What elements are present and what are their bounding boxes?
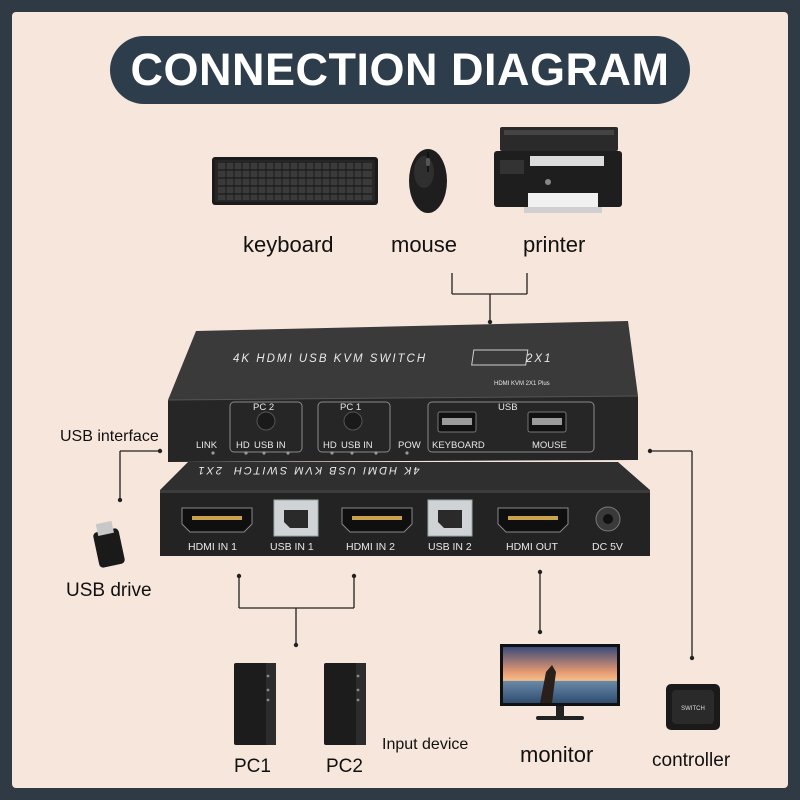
port-hdmi-in-1: HDMI IN 1: [188, 541, 237, 553]
group-pc1-label: PC 1: [340, 402, 361, 413]
pc1-label: PC1: [234, 756, 271, 777]
keyboard-image: [212, 157, 378, 205]
group-usb-label: USB: [498, 402, 518, 413]
port-usb-in-1: USB IN 1: [270, 541, 314, 553]
keyboard-label: keyboard: [243, 232, 334, 257]
mouse-port-label: MOUSE: [532, 440, 567, 451]
usb-drive-image: [93, 520, 125, 568]
port-hdmi-out: HDMI OUT: [506, 541, 558, 553]
keyboard-port-label: KEYBOARD: [432, 440, 485, 451]
pc1-hd-label: HD: [323, 440, 337, 451]
kvm-switch-rear: [160, 462, 650, 556]
controller-button-label: SWITCH: [681, 706, 705, 712]
port-hdmi-in-2: HDMI IN 2: [346, 541, 395, 553]
pc2-label: PC2: [326, 756, 363, 777]
rear-mirrored-title: 4K HDMI USB KVM SWITCH: [232, 464, 420, 476]
port-dc-5v: DC 5V: [592, 541, 623, 553]
mouse-label: mouse: [391, 232, 458, 257]
printer-image: [494, 127, 622, 213]
pc1-tower-image: [234, 663, 276, 745]
kvm-model-sub: HDMI KVM 2X1 Plus: [494, 381, 550, 387]
connector-peripherals: [451, 273, 528, 322]
monitor-label: monitor: [520, 742, 594, 767]
group-pc2-label: PC 2: [253, 402, 274, 413]
pc1-usbin-label: USB IN: [341, 440, 373, 451]
page-title: CONNECTION DIAGRAM: [110, 36, 690, 104]
pc2-tower-image: [324, 663, 366, 745]
kvm-model-badge: 2X1: [525, 353, 552, 365]
controller-image: [666, 684, 720, 730]
rear-mirrored-badge: 2X1: [196, 464, 223, 476]
pc2-usbin-label: USB IN: [254, 440, 286, 451]
kvm-model-title: 4K HDMI USB KVM SWITCH: [233, 353, 427, 365]
printer-label: printer: [523, 232, 586, 257]
kvm-switch-front: [167, 321, 639, 462]
mouse-image: [409, 149, 447, 213]
usb-interface-label: USB interface: [60, 428, 159, 445]
pc2-hd-label: HD: [236, 440, 250, 451]
pow-label: POW: [398, 440, 421, 451]
link-label: LINK: [196, 440, 218, 451]
port-usb-in-2: USB IN 2: [428, 541, 472, 553]
controller-label: controller: [652, 750, 731, 771]
monitor-image: [500, 644, 620, 720]
usb-drive-label: USB drive: [66, 580, 152, 601]
input-device-label: Input device: [382, 736, 469, 753]
